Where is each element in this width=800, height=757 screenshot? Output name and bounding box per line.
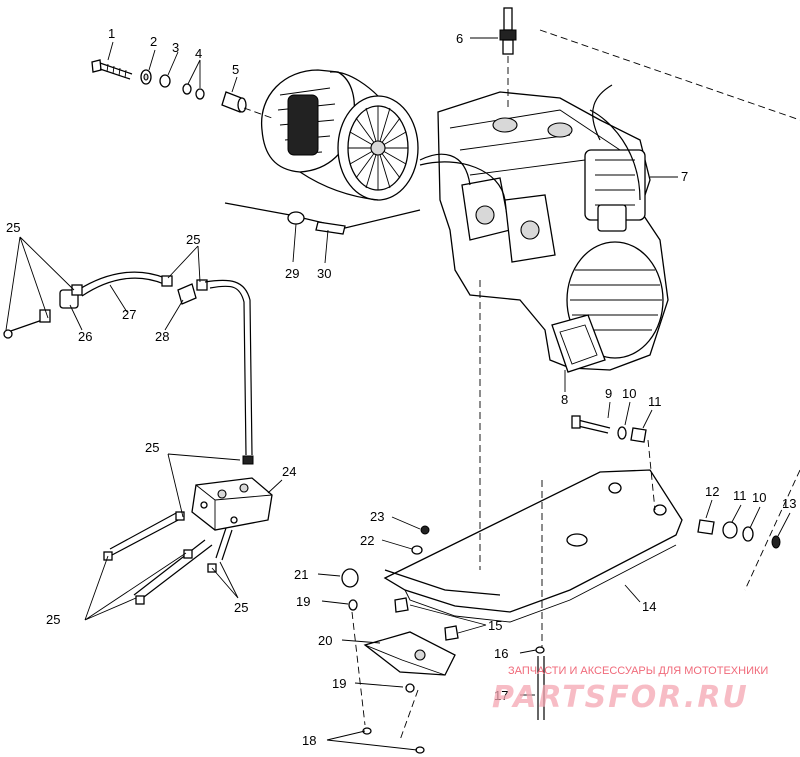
callout-19-lower: 19 (332, 676, 346, 691)
callout-20: 20 (318, 633, 332, 648)
callout-1: 1 (108, 26, 115, 41)
callout-29: 29 (285, 266, 299, 281)
callout-23: 23 (370, 509, 384, 524)
callout-7: 7 (681, 169, 688, 184)
lower-mount-group (341, 525, 545, 754)
watermark: ЗАПЧАСТИ И АКСЕССУАРЫ ДЛЯ МОТОТЕХНИКИ PA… (492, 665, 768, 715)
callout-10-lower: 10 (752, 490, 766, 505)
clutch-bolt-group (91, 59, 273, 119)
callout-25-bottom-left: 25 (46, 612, 60, 627)
callout-25-pump: 25 (145, 440, 159, 455)
callout-10-upper: 10 (622, 386, 636, 401)
callout-11-lower: 11 (733, 488, 747, 503)
callout-22: 22 (360, 533, 374, 548)
engine-block (419, 84, 669, 373)
callout-6: 6 (456, 31, 463, 46)
callout-24: 24 (282, 464, 296, 479)
drive-clutch (261, 69, 419, 201)
callout-5: 5 (232, 62, 239, 77)
watermark-brand: PARTSFOR.RU (492, 680, 749, 715)
callout-11-upper: 11 (648, 394, 662, 409)
callout-16: 16 (494, 646, 508, 661)
callout-25-top-left: 25 (6, 220, 20, 235)
callout-19-upper: 19 (296, 594, 310, 609)
callout-25-top-mid: 25 (186, 232, 200, 247)
engine-mount-plate (383, 280, 683, 650)
mount-bolt-group (571, 415, 800, 591)
callout-15: 15 (488, 618, 502, 633)
watermark-tagline: ЗАПЧАСТИ И АКСЕССУАРЫ ДЛЯ МОТОТЕХНИКИ (508, 665, 768, 677)
leader-lines (5, 37, 791, 751)
callout-27: 27 (122, 307, 136, 322)
callout-9: 9 (605, 386, 612, 401)
callout-12: 12 (705, 484, 719, 499)
callout-21: 21 (294, 567, 308, 582)
throttle-cable (224, 202, 421, 235)
fuel-line-group (3, 271, 254, 465)
callout-4: 4 (195, 46, 202, 61)
callout-8: 8 (561, 392, 568, 407)
callout-13: 13 (782, 496, 796, 511)
callout-2: 2 (150, 34, 157, 49)
fuel-pump (103, 477, 273, 605)
callout-17: 17 (494, 688, 508, 703)
callout-18: 18 (302, 733, 316, 748)
callout-25-bottom-right: 25 (234, 600, 248, 615)
callout-28: 28 (155, 329, 169, 344)
callout-26: 26 (78, 329, 92, 344)
spark-plug (499, 7, 800, 121)
callout-30: 30 (317, 266, 331, 281)
callout-14: 14 (642, 599, 656, 614)
callout-3: 3 (172, 40, 179, 55)
callout-labels: 1 2 3 4 5 6 7 8 9 10 11 12 11 10 13 14 1… (6, 26, 796, 748)
